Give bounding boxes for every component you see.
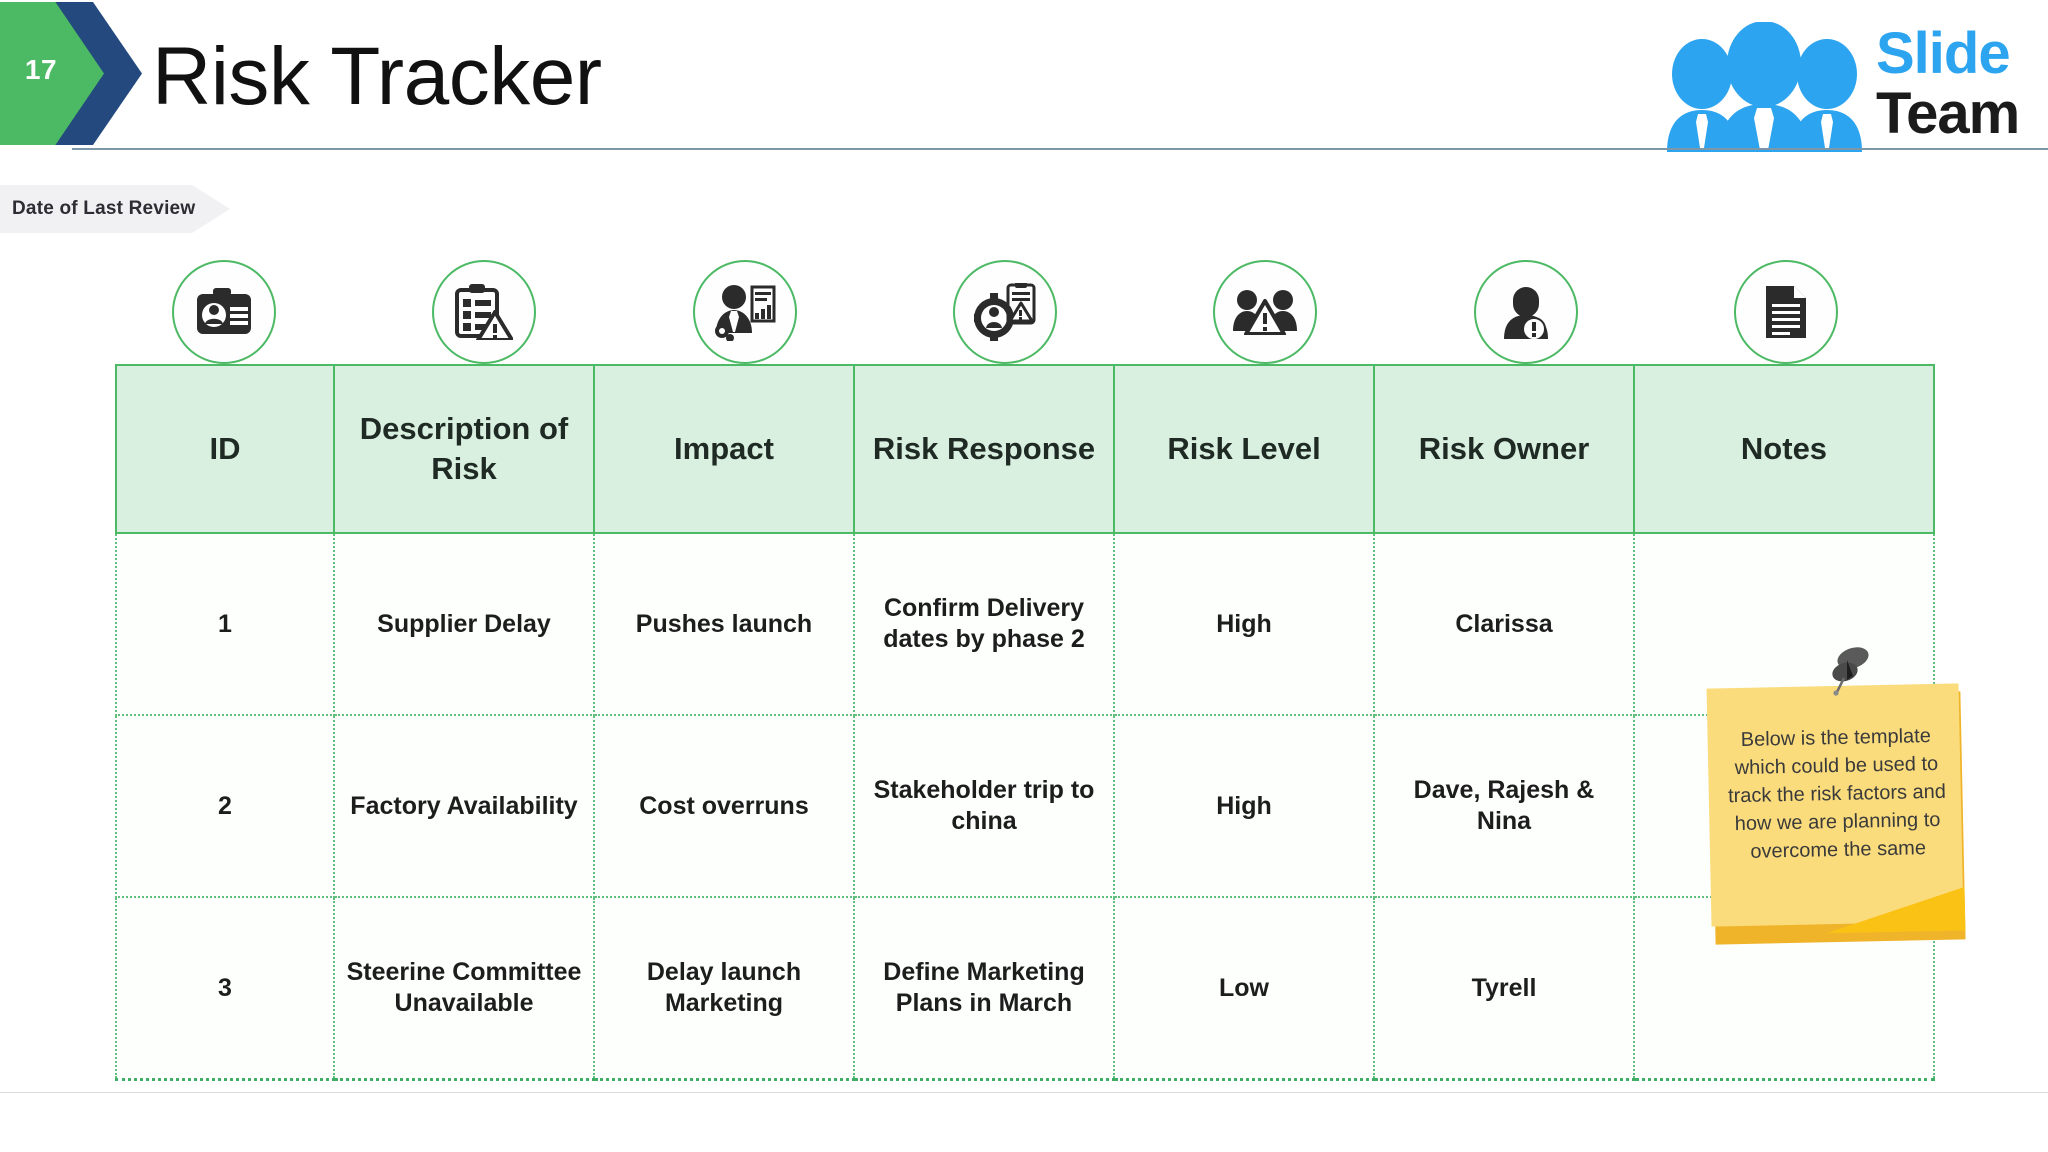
cell-impact: Delay launch Marketing (593, 896, 855, 1081)
cell-impact: Cost overruns (593, 714, 855, 898)
column-header-response: Risk Response (853, 364, 1115, 534)
cell-owner: Dave, Rajesh & Nina (1373, 714, 1635, 898)
cell-response: Confirm Delivery dates by phase 2 (853, 532, 1115, 716)
cell-description: Factory Availability (333, 714, 595, 898)
slide-number: 17 (24, 54, 58, 85)
date-of-last-review-label: Date of Last Review (12, 198, 196, 219)
column-header-level: Risk Level (1113, 364, 1375, 534)
logo-word-team: Team (1876, 81, 2020, 146)
cell-id: 3 (115, 896, 335, 1081)
cell-id: 2 (115, 714, 335, 898)
table-header-row: ID Description of Risk Impact Risk Respo… (115, 364, 1935, 534)
id-badge-icon (172, 260, 276, 364)
document-lines-icon (1734, 260, 1838, 364)
logo-word-slide: Slide (1876, 21, 2011, 86)
cell-level: High (1113, 532, 1375, 716)
column-header-description: Description of Risk (333, 364, 595, 534)
cell-level: High (1113, 714, 1375, 898)
cell-response: Stakeholder trip to china (853, 714, 1115, 898)
cell-response: Define Marketing Plans in March (853, 896, 1115, 1081)
slideteam-logo: Slide Team (1662, 16, 2034, 154)
cell-description: Steerine Committee Unavailable (333, 896, 595, 1081)
cell-notes (1633, 532, 1935, 716)
three-people-icon (1662, 21, 1867, 157)
cell-level: Low (1113, 896, 1375, 1081)
cell-impact: Pushes launch (593, 532, 855, 716)
column-header-id: ID (115, 364, 335, 534)
sticky-note[interactable]: Below is the template which could be use… (1705, 640, 1975, 960)
table-row[interactable]: 3 Steerine Committee Unavailable Delay l… (115, 896, 1935, 1081)
column-header-notes: Notes (1633, 364, 1935, 534)
header-divider (72, 148, 2048, 150)
cell-description: Supplier Delay (333, 532, 595, 716)
cell-owner: Clarissa (1373, 532, 1635, 716)
risk-tracker-table: ID Description of Risk Impact Risk Respo… (115, 364, 1935, 1081)
column-header-impact: Impact (593, 364, 855, 534)
cell-id: 1 (115, 532, 335, 716)
gear-person-clipboard-warning-icon (953, 260, 1057, 364)
page-title: Risk Tracker (152, 31, 602, 122)
person-alert-icon (1474, 260, 1578, 364)
date-of-last-review-banner (0, 185, 230, 233)
footer-divider (0, 1092, 2048, 1093)
table-row[interactable]: 1 Supplier Delay Pushes launch Confirm D… (115, 532, 1935, 716)
people-warning-icon (1213, 260, 1317, 364)
column-header-owner: Risk Owner (1373, 364, 1635, 534)
sticky-note-text: Below is the template which could be use… (1727, 725, 1947, 863)
table-row[interactable]: 2 Factory Availability Cost overruns Sta… (115, 714, 1935, 898)
clipboard-warning-icon (432, 260, 536, 364)
slide-header: 17 Risk Tracker (0, 0, 2048, 152)
person-report-gear-icon (693, 260, 797, 364)
cell-owner: Tyrell (1373, 896, 1635, 1081)
pushpin-icon (1827, 646, 1871, 711)
column-icon-row (115, 260, 1930, 370)
